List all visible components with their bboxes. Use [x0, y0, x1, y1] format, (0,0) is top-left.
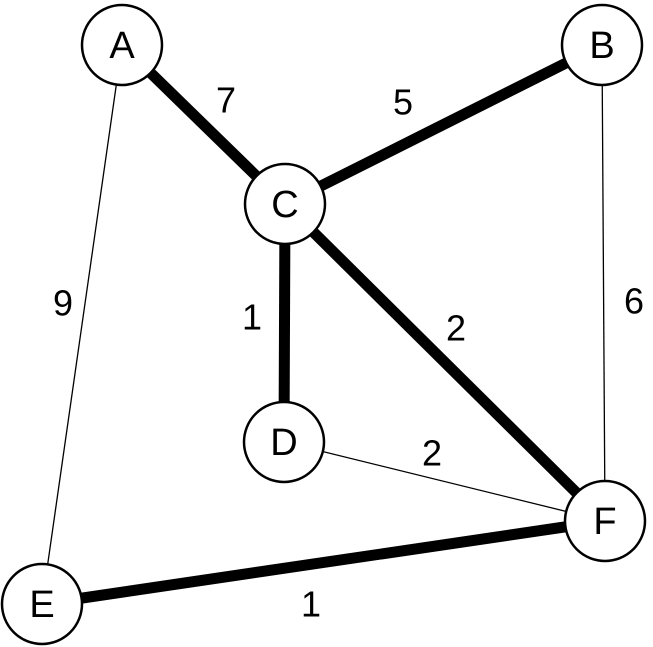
edge-weight-c-b: 5 [393, 82, 413, 123]
node-c: C [243, 162, 327, 246]
edge-d-f [283, 441, 606, 522]
edge-e-f [41, 515, 606, 610]
node-b: B [560, 3, 644, 87]
node-circle-b [560, 3, 644, 87]
edge-weight-e-f: 1 [301, 584, 321, 625]
edge-c-f [281, 200, 609, 525]
node-d: D [242, 400, 326, 484]
edge-weight-d-f: 2 [422, 433, 442, 474]
node-e: E [0, 562, 84, 646]
edge-c-b [282, 40, 605, 209]
node-circle-c [243, 162, 327, 246]
edge-b-f [601, 44, 606, 522]
nodes-layer: A B C D E F [0, 3, 647, 646]
weights-layer: 7 5 9 1 2 6 2 1 [53, 80, 644, 625]
node-label-e: E [29, 584, 54, 626]
edge-weight-c-f: 2 [446, 308, 466, 349]
edge-weight-b-f: 6 [624, 281, 644, 322]
edge-weight-a-c: 7 [216, 80, 236, 121]
node-label-c: C [271, 184, 298, 226]
node-label-a: A [109, 25, 135, 67]
node-f: F [563, 479, 647, 563]
node-label-f: F [593, 501, 616, 543]
edges-layer [41, 40, 609, 610]
node-a: A [80, 3, 164, 87]
edge-weight-a-e: 9 [53, 283, 73, 324]
node-circle-f [563, 479, 647, 563]
edge-a-e [41, 44, 123, 605]
node-circle-e [0, 562, 84, 646]
node-label-d: D [270, 422, 297, 464]
node-circle-a [80, 3, 164, 87]
node-label-b: B [589, 25, 614, 67]
edge-weight-c-d: 1 [242, 297, 262, 338]
node-circle-d [242, 400, 326, 484]
